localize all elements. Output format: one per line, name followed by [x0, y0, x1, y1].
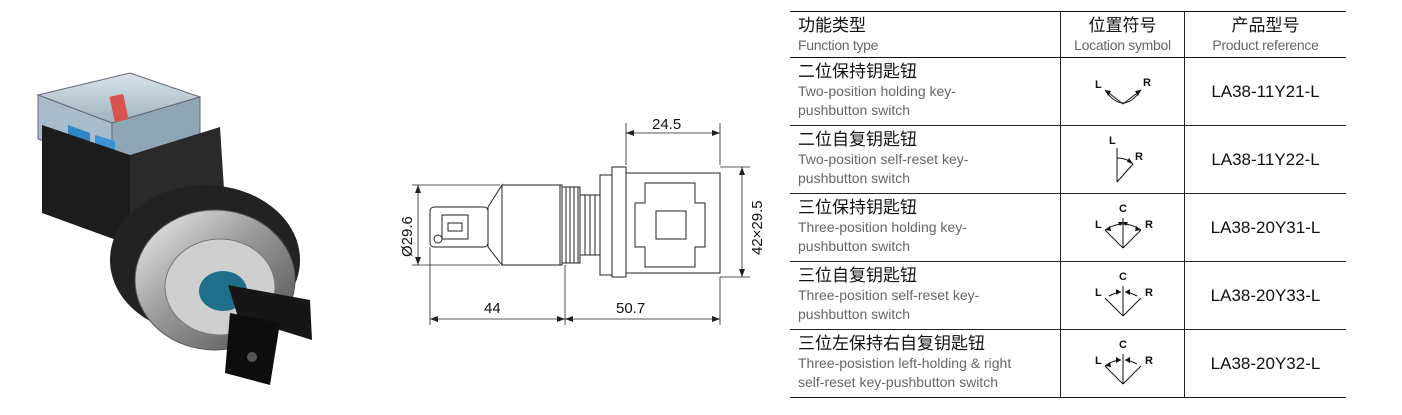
header-en: Function type [798, 37, 879, 53]
dim-top-label: 24.5 [652, 116, 681, 133]
table-row: 三位左保持右自复钥匙钮 Three-posistion left-holding… [790, 329, 1346, 398]
function-type-cell: 三位自复钥匙钮 Three-position self-reset key- p… [790, 262, 1061, 330]
table-row: 三位自复钥匙钮 Three-position self-reset key- p… [790, 261, 1346, 330]
symbol-label-r: R [1135, 151, 1143, 163]
symbol-label-c: C [1119, 271, 1127, 283]
symbol-label-l: L [1095, 79, 1102, 91]
function-cn: 三位保持钥匙钮 [798, 198, 917, 217]
symbol-label-r: R [1145, 219, 1153, 231]
function-en: pushbutton switch [798, 102, 911, 118]
symbol-label-r: R [1143, 77, 1151, 89]
header-location-symbol: 位置符号 Location symbol [1060, 11, 1185, 58]
table-header-row: 功能类型 Function type 位置符号 Location symbol … [790, 11, 1347, 58]
two-position-self-reset-symbol: L R [1109, 135, 1143, 182]
dimension-drawing-svg: 24.5 Ø29.6 42×29.5 44 50.7 [399, 116, 766, 325]
function-type-cell: 二位保持钥匙钮 Two-position holding key- pushbu… [790, 58, 1061, 126]
header-cn: 位置符号 [1088, 16, 1157, 35]
function-type-cell: 三位左保持右自复钥匙钮 Three-posistion left-holding… [790, 330, 1061, 398]
symbol-label-r: R [1145, 287, 1153, 299]
symbol-label-l: L [1109, 135, 1116, 147]
function-en: pushbutton switch [798, 238, 911, 254]
header-cn: 功能类型 [798, 16, 866, 35]
table-row: 二位自复钥匙钮 Two-position self-reset key- pus… [790, 125, 1346, 194]
dimension-drawing: 24.5 Ø29.6 42×29.5 44 50.7 [390, 115, 770, 330]
function-cn: 三位左保持右自复钥匙钮 [798, 334, 985, 353]
location-symbol-cell: L R [1060, 125, 1185, 194]
function-en: pushbutton switch [798, 306, 911, 322]
function-en: pushbutton switch [798, 170, 911, 186]
product-reference-cell: LA38-11Y21-L [1211, 81, 1320, 101]
header-en: Product reference [1212, 37, 1319, 53]
product-reference-cell: LA38-11Y22-L [1211, 149, 1320, 169]
header-en: Location symbol [1074, 37, 1171, 53]
product-reference-cell: LA38-20Y31-L [1210, 217, 1321, 237]
location-symbol-cell: L R [1060, 57, 1185, 126]
symbol-label-l: L [1095, 219, 1102, 231]
three-position-left-holding-right-reset-symbol: L C R [1095, 339, 1153, 384]
function-type-cell: 二位自复钥匙钮 Two-position self-reset key- pus… [790, 126, 1061, 194]
table-row: 三位保持钥匙钮 Three-position holding key- push… [790, 193, 1346, 262]
symbol-label-r: R [1145, 355, 1153, 367]
product-reference-cell: LA38-20Y33-L [1210, 285, 1321, 305]
function-en: Two-position holding key- [798, 83, 956, 99]
dim-height-label: 42×29.5 [749, 200, 766, 255]
function-en: Two-position self-reset key- [798, 151, 969, 167]
table-row: 二位保持钥匙钮 Two-position holding key- pushbu… [790, 57, 1346, 126]
product-reference-cell: LA38-20Y32-L [1210, 353, 1321, 373]
product-photo [20, 55, 330, 395]
function-en: Three-position holding key- [798, 219, 967, 235]
specification-table: 功能类型 Function type 位置符号 Location symbol … [790, 11, 1346, 398]
key-switch-illustration [36, 72, 312, 385]
dim-left-label: 44 [484, 300, 501, 317]
three-position-self-reset-symbol: L C R [1095, 271, 1153, 316]
symbol-label-l: L [1095, 355, 1102, 367]
header-function-type: 功能类型 Function type [790, 12, 1061, 58]
symbol-label-l: L [1095, 287, 1102, 299]
location-symbol-cell: L C R [1060, 193, 1185, 262]
three-position-holding-symbol: L C R [1095, 203, 1153, 248]
function-en: Three-position self-reset key- [798, 287, 980, 303]
dim-diameter-label: Ø29.6 [399, 216, 416, 257]
function-cn: 三位自复钥匙钮 [798, 266, 917, 285]
function-en: self-reset key-pushbutton switch [798, 374, 998, 390]
header-cn: 产品型号 [1231, 16, 1300, 35]
two-position-holding-symbol: L R [1095, 77, 1151, 104]
location-symbol-cell: L C R [1060, 261, 1185, 330]
location-symbol-cell: L C R [1060, 329, 1185, 398]
symbol-label-c: C [1119, 339, 1127, 351]
dim-right-label: 50.7 [616, 300, 645, 317]
function-cn: 二位保持钥匙钮 [798, 62, 917, 81]
symbol-label-c: C [1119, 203, 1127, 215]
function-en: Three-posistion left-holding & right [798, 355, 1012, 371]
header-product-reference: 产品型号 Product reference [1185, 12, 1347, 58]
function-cn: 二位自复钥匙钮 [798, 130, 917, 149]
function-type-cell: 三位保持钥匙钮 Three-position holding key- push… [790, 194, 1061, 262]
